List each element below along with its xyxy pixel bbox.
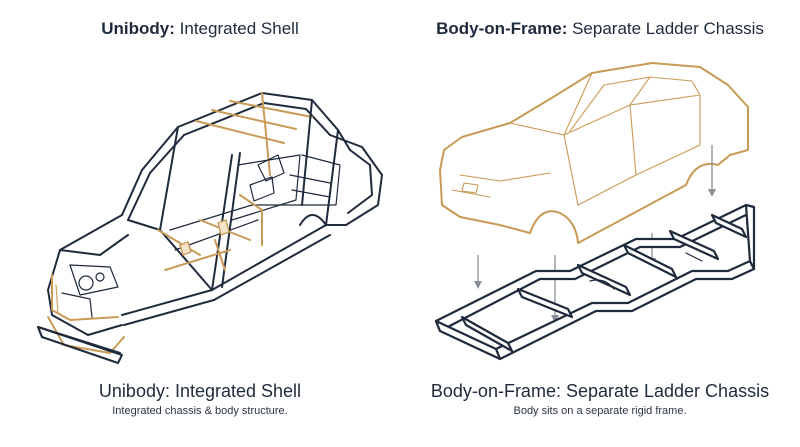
unibody-c-pillar [325,129,339,226]
unibody-header: Unibody: Integrated Shell [0,19,400,39]
body-on-frame-illustration [434,62,756,361]
unibody-header-bold: Unibody: [101,19,175,38]
car-body-shell [439,62,749,244]
unibody-caption: Integrated chassis & body structure. [112,405,288,417]
body-on-frame-panel: Body-on-Frame: Separate Ladder Chassis [400,0,800,447]
unibody-bumper-beam [37,326,123,364]
body-on-frame-caption: Body sits on a separate rigid frame. [513,405,687,417]
unibody-a-pillar [121,169,143,216]
body-on-frame-header: Body-on-Frame: Separate Ladder Chassis [400,19,800,39]
unibody-title: Unibody: Integrated Shell [98,381,302,401]
unibody-header-rest: Integrated Shell [174,19,299,38]
body-on-frame-title: Body-on-Frame: Separate Ladder Chassis [430,381,770,401]
unibody-panel: Unibody: Integrated Shell [0,19,400,417]
body-on-frame-header-rest: Separate Ladder Chassis [567,19,764,38]
unibody-rear-body [325,134,383,226]
unibody-shell-illustration [37,92,383,364]
unibody-roof-outline [141,92,351,171]
unibody-floor [169,204,301,231]
unibody-roof-crossbar [211,109,297,130]
unibody-front-rail [51,274,119,321]
unibody-front-structure [47,214,123,336]
body-on-frame-header-bold: Body-on-Frame: [436,19,568,38]
ladder-frame-chassis [434,203,756,361]
